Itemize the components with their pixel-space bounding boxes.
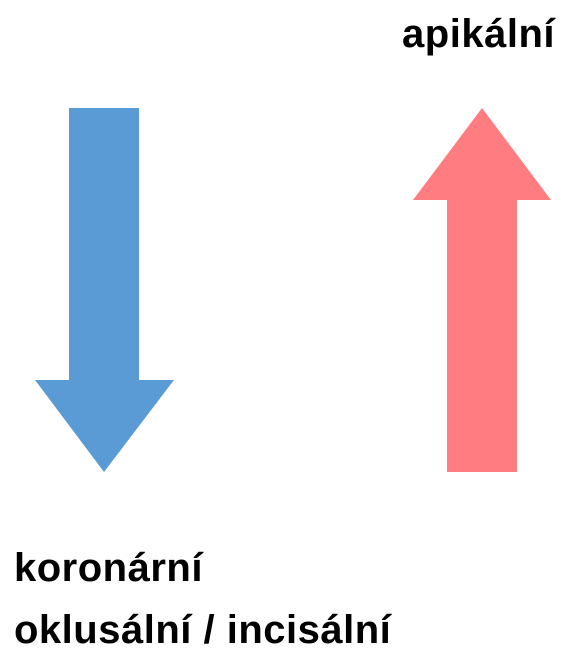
arrow-down bbox=[35, 108, 174, 472]
arrow-up bbox=[413, 108, 551, 472]
label-occlusal-incisal: oklusální / incisální bbox=[14, 608, 392, 652]
label-apical: apikální bbox=[402, 12, 555, 56]
label-coronal: koronární bbox=[14, 546, 203, 590]
